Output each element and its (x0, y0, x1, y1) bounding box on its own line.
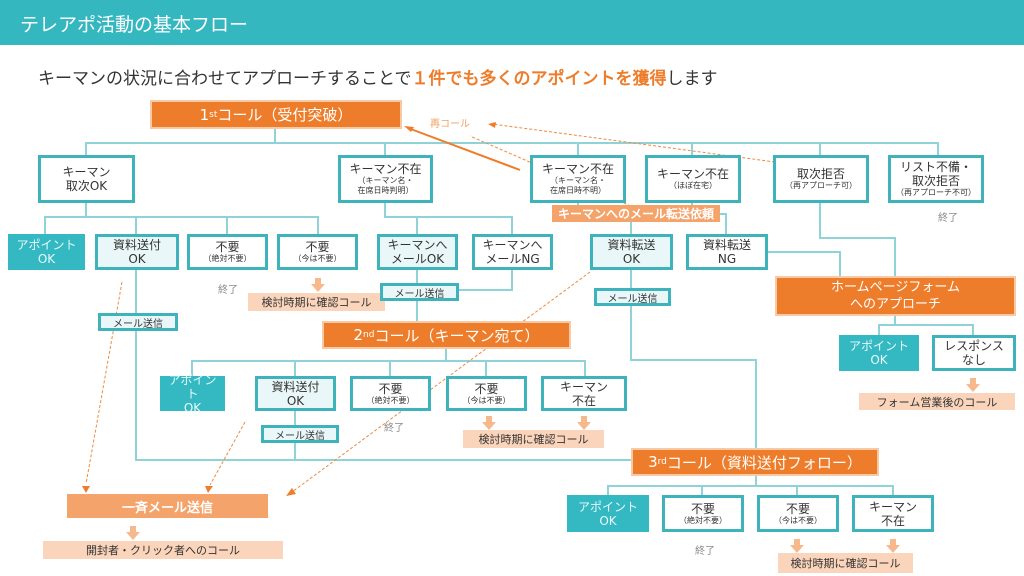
down-arrow-icon (311, 278, 325, 292)
opener-clicker-call: 開封者・クリック者へのコール (43, 541, 283, 559)
confirm-call: 検討時期に確認コール (248, 293, 385, 311)
form-followup-call: フォーム営業後のコール (859, 393, 1015, 410)
down-arrow-icon (790, 539, 804, 553)
hp-no-response: レスポンスなし (932, 335, 1016, 371)
down-arrow-icon (126, 526, 140, 540)
not-needed-now: 不要（今は不要） (757, 495, 839, 532)
keyman-absent-mostly-in: キーマン不在（ほぼ在宅） (645, 155, 741, 203)
down-arrow-icon (577, 416, 591, 430)
subtitle-highlight: １件でも多くのアポイントを獲得 (411, 69, 667, 89)
end-label: 終了 (938, 213, 958, 224)
not-needed-now: 不要（今は不要） (277, 234, 358, 270)
page-title: テレアポ活動の基本フロー (20, 14, 249, 36)
keyman-absent-unknown: キーマン不在（キーマン名・在席日時不明） (530, 155, 626, 203)
not-needed-absolute: 不要（絶対不要） (350, 376, 431, 411)
refused-reapproach-ok: 取次拒否（再アプローチ可） (773, 155, 869, 203)
keyman-connected: キーマン取次OK (38, 155, 135, 203)
down-arrow-icon (966, 378, 980, 392)
mail-send: メール送信 (380, 283, 459, 301)
mail-send: メール送信 (98, 313, 178, 331)
down-arrow-icon (886, 539, 900, 553)
down-arrow-icon (482, 416, 496, 430)
end-label: 終了 (695, 546, 715, 557)
mail-send: メール送信 (261, 425, 339, 443)
bulk-mail-send: 一斉メール送信 (67, 494, 268, 518)
recall-label: 再コール (430, 119, 470, 130)
keyman-absent-known: キーマン不在（キーマン名・在席日時判明） (338, 155, 433, 203)
keyman-absent: キーマン不在 (541, 376, 627, 411)
not-needed-absolute: 不要（絶対不要） (187, 234, 268, 270)
end-label: 終了 (218, 285, 238, 296)
subtitle: キーマンの状況に合わせてアプローチすることで１件でも多くのアポイントを獲得します (38, 64, 718, 89)
header-bar: テレアポ活動の基本フロー (0, 0, 1024, 45)
subtitle-text: キーマンの状況に合わせてアプローチすることで (38, 69, 412, 89)
keyman-mail-ng: キーマンへメールNG (472, 234, 553, 270)
not-needed-now: 不要（今は不要） (446, 376, 527, 411)
mail-send: メール送信 (594, 288, 671, 306)
confirm-call: 検討時期に確認コール (463, 430, 604, 448)
homepage-form-approach: ホームページフォームへのアプローチ (775, 276, 1016, 316)
keyman-absent: キーマン不在 (852, 495, 934, 532)
confirm-call: 検討時期に確認コール (778, 553, 913, 573)
not-needed-absolute: 不要（絶対不要） (662, 495, 744, 532)
end-label: 終了 (384, 423, 404, 434)
subtitle-text-end: します (666, 69, 718, 89)
list-invalid-refused: リスト不備・取次拒否（再アプローチ不可） (888, 155, 984, 203)
keyman-mail-ok: キーマンへメールOK (377, 234, 458, 270)
mail-forward-request: キーマンへのメール転送依頼 (552, 205, 720, 222)
